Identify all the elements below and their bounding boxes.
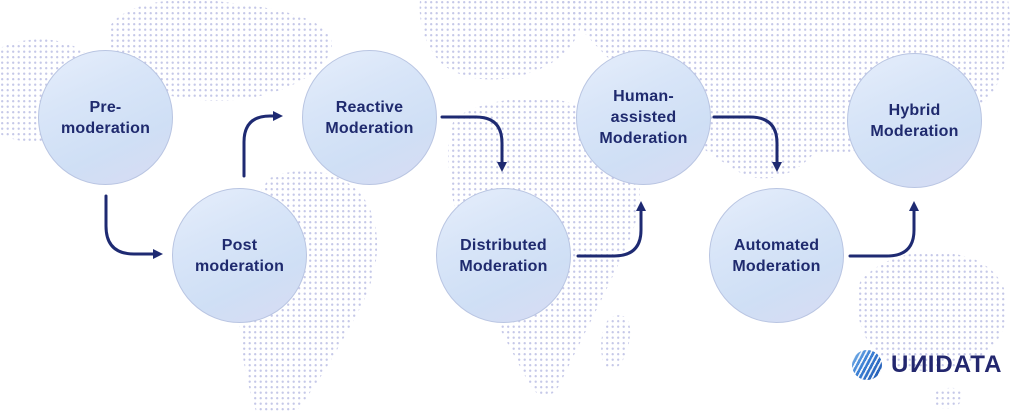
node-post-moderation: Post moderation (172, 188, 307, 323)
arrow-automated-to-hybrid (848, 201, 919, 258)
node-hybrid-moderation: Hybrid Moderation (847, 53, 982, 188)
unidata-logo: UNIDATA (852, 350, 1002, 380)
arrow-reactive-to-distributed (440, 115, 507, 172)
node-label: Hybrid Moderation (870, 100, 958, 142)
node-label-line: Moderation (325, 119, 414, 137)
node-automated-moderation: Automated Moderation (709, 188, 844, 323)
node-label: Automated Moderation (732, 235, 820, 277)
logo-letter-reversed-n: N (909, 351, 928, 378)
node-label-line: Moderation (732, 257, 821, 275)
arrow-pre-to-post (104, 194, 163, 259)
node-label-line: Reactive (335, 98, 404, 116)
node-label: Distributed Moderation (459, 235, 547, 277)
arrow-distributed-to-human (576, 201, 646, 258)
arrow-post-to-reactive (242, 111, 283, 178)
node-label-line: Post (221, 236, 258, 254)
node-label: Post moderation (195, 235, 284, 277)
node-label-line: Pre- (89, 98, 122, 116)
logo-letters: IDATA (927, 351, 1003, 378)
node-reactive-moderation: Reactive Moderation (302, 50, 437, 185)
node-label-line: Moderation (459, 257, 548, 275)
arrow-human-to-automated (712, 115, 782, 172)
node-label: Pre- moderation (61, 97, 150, 139)
node-label: Human- assisted Moderation (599, 86, 687, 149)
node-label: Reactive Moderation (325, 97, 413, 139)
logo-text: UNIDATA (891, 350, 1002, 380)
node-distributed-moderation: Distributed Moderation (436, 188, 571, 323)
node-human-assisted-moderation: Human- assisted Moderation (576, 50, 711, 185)
node-label-line: moderation (60, 119, 151, 137)
node-label-line: Moderation (870, 122, 959, 140)
node-label-line: moderation (194, 257, 285, 275)
node-pre-moderation: Pre- moderation (38, 50, 173, 185)
node-label-line: assisted (610, 109, 677, 126)
logo-letter: U (891, 351, 910, 378)
node-label-line: Human- (613, 88, 674, 105)
node-label-line: Distributed (460, 236, 547, 254)
node-label-line: Moderation (599, 130, 688, 147)
node-label-line: Automated (733, 236, 820, 254)
globe-icon (852, 350, 882, 380)
node-label-line: Hybrid (888, 101, 941, 119)
